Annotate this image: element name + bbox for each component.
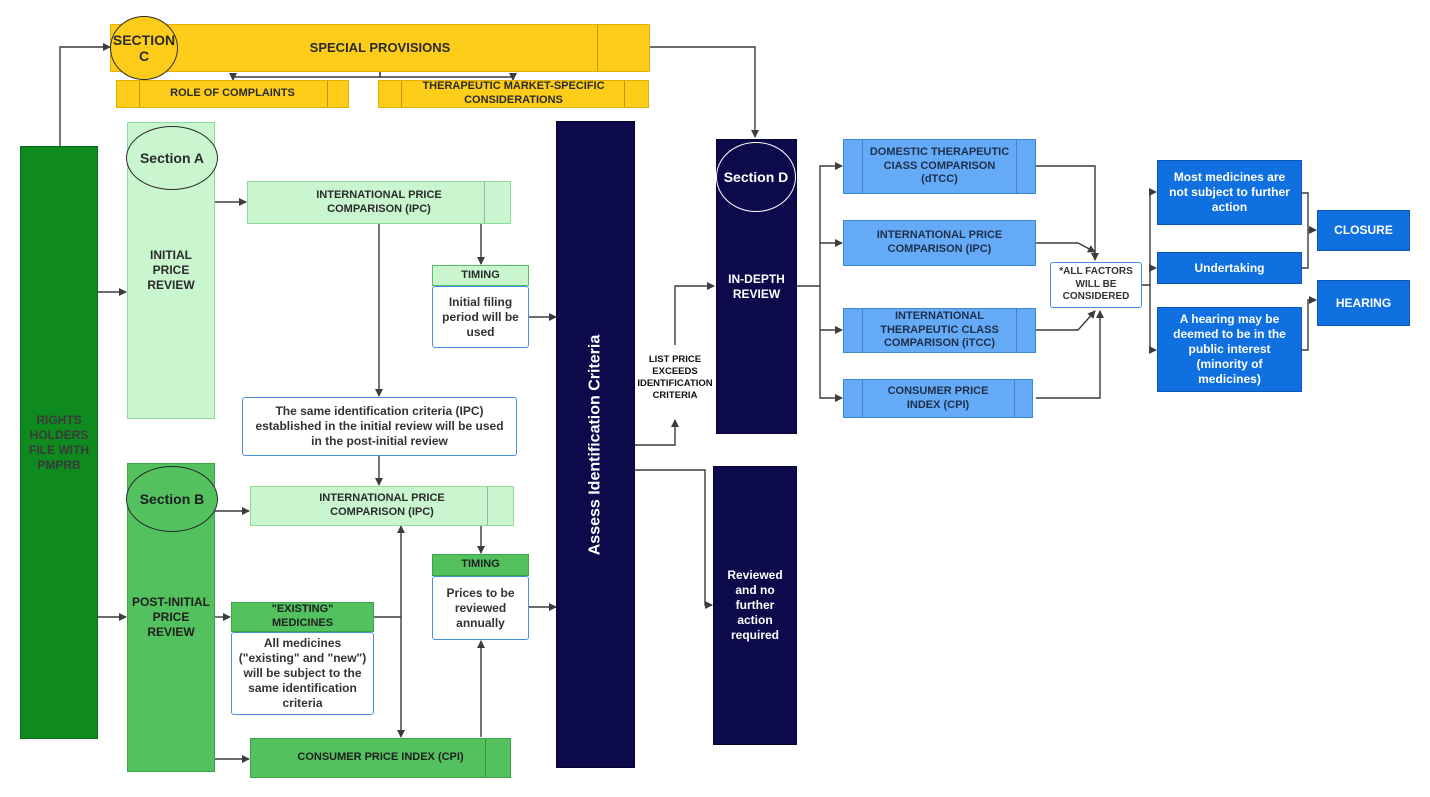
arrow-to-cpi-d [819, 330, 843, 402]
most-medicines-label: Most medicines are not subject to furthe… [1169, 170, 1290, 214]
role-of-complaints-box: ROLE OF COMPLAINTS [116, 80, 349, 108]
ipc-a-label: INTERNATIONAL PRICE COMPARISON (IPC) [316, 188, 442, 215]
timing-b-label: TIMING [461, 558, 500, 571]
arrow-factors-to-hearing-note [1149, 285, 1157, 354]
timing-a-label: TIMING [461, 268, 500, 281]
cpi-d-label: CONSUMER PRICE INDEX (CPI) [887, 384, 989, 411]
ipc-a-box: INTERNATIONAL PRICE COMPARISON (IPC) [247, 181, 511, 224]
undertaking-label: Undertaking [1194, 260, 1265, 275]
list-price-exceeds-text: LIST PRICE EXCEEDS IDENTIFICATION CRITER… [637, 350, 713, 406]
therapeutic-market-box: THERAPEUTIC MARKET-SPECIFIC CONSIDERATIO… [378, 80, 649, 108]
hearing-label: HEARING [1335, 295, 1392, 310]
arrow-assess-to-reviewed [635, 469, 713, 609]
assess-criteria-label: Assess Identification Criteria [586, 334, 604, 555]
ipc-b-box: INTERNATIONAL PRICE COMPARISON (IPC) [250, 486, 514, 526]
arrow-cpi-d-to-factors [1036, 310, 1104, 399]
hearing-box: HEARING [1317, 280, 1410, 326]
section-c-circle: SECTION C [110, 16, 178, 80]
arrow-rights-to-special [59, 43, 111, 146]
all-factors-label: *ALL FACTORS WILL BE CONSIDERED [1059, 266, 1133, 303]
arrow-special-to-therapeutic [379, 72, 517, 81]
section-a-circle: Section A [126, 126, 218, 190]
arrow-undertaking-to-closure [1302, 230, 1309, 269]
most-medicines-box: Most medicines are not subject to furthe… [1157, 160, 1302, 225]
timing-b-note: Prices to be reviewed annually [446, 585, 515, 630]
closure-box: CLOSURE [1317, 210, 1410, 251]
therapeutic-market-label: THERAPEUTIC MARKET-SPECIFIC CONSIDERATIO… [422, 80, 605, 106]
all-medicines-note: All medicines ("existing" and "new") wil… [238, 636, 367, 710]
arrow-assess-to-in-depth [635, 419, 679, 446]
cpi-b-label: CONSUMER PRICE INDEX (CPI) [297, 751, 464, 764]
initial-review-label: INITIAL PRICE REVIEW [147, 248, 195, 292]
arrow-itcc-to-factors [1036, 310, 1096, 331]
section-b-label: Section B [139, 490, 205, 507]
ipc-d-box: INTERNATIONAL PRICE COMPARISON (IPC) [843, 220, 1036, 266]
hearing-note-box: A hearing may be deemed to be in the pub… [1157, 307, 1302, 392]
arrow-most-to-closure [1302, 192, 1317, 234]
section-b-circle: Section B [126, 466, 218, 532]
dtcc-box: DOMESTIC THERAPEUTIC CIASS COMPARISON (d… [843, 139, 1036, 194]
section-d-label: Section D [723, 168, 789, 185]
assess-criteria-box: Assess Identification Criteria [556, 121, 635, 768]
timing-a-note-box: Initial filing period will be used [432, 286, 529, 348]
arrow-ipc-d-to-factors [1036, 242, 1096, 253]
same-criteria-note: The same identification criteria (IPC) e… [255, 404, 504, 448]
closure-label: CLOSURE [1334, 223, 1393, 237]
existing-medicines-label: "EXISTING" MEDICINES [271, 603, 334, 629]
reviewed-no-action-label: Reviewed and no further action required [727, 568, 783, 642]
in-depth-review-label: IN-DEPTH REVIEW [728, 271, 785, 301]
all-factors-box: *ALL FACTORS WILL BE CONSIDERED [1050, 262, 1142, 308]
timing-b-note-box: Prices to be reviewed annually [432, 576, 529, 640]
section-c-label: SECTION C [112, 31, 176, 64]
arrow-existing-branches [374, 525, 405, 618]
reviewed-no-action-box: Reviewed and no further action required [713, 466, 797, 745]
timing-b-box: TIMING [432, 554, 529, 576]
arrow-hearing-note-to-hearing [1302, 296, 1317, 351]
ipc-d-label: INTERNATIONAL PRICE COMPARISON (IPC) [876, 229, 1003, 255]
timing-a-box: TIMING [432, 265, 529, 286]
special-provisions-box: SPECIAL PROVISIONS [110, 24, 650, 72]
arrow-factors-fan [1142, 188, 1157, 286]
itcc-label: INTERNATIONAL THERAPEUTIC CLASS COMPARIS… [880, 309, 999, 350]
list-price-exceeds-label: LIST PRICE EXCEEDS IDENTIFICATION CRITER… [637, 354, 713, 401]
role-of-complaints-label: ROLE OF COMPLAINTS [170, 87, 295, 100]
existing-medicines-box: "EXISTING" MEDICINES [231, 602, 374, 632]
same-criteria-box: The same identification criteria (IPC) e… [242, 397, 517, 456]
arrow-dtcc-to-factors [1036, 165, 1099, 261]
dtcc-label: DOMESTIC THERAPEUTIC CIASS COMPARISON (d… [869, 145, 1010, 186]
arrow-list-price-to-in-depth [674, 282, 715, 345]
all-medicines-box: All medicines ("existing" and "new") wil… [231, 632, 374, 715]
post-initial-review-label: POST-INITIAL PRICE REVIEW [132, 595, 210, 639]
ipc-b-label: INTERNATIONAL PRICE COMPARISON (IPC) [319, 492, 445, 518]
arrow-special-to-complaints [229, 72, 381, 81]
arrow-in-depth-fan [797, 162, 843, 287]
arrow-to-itcc [819, 286, 843, 334]
cpi-d-box: CONSUMER PRICE INDEX (CPI) [843, 379, 1033, 418]
rights-holders-label: RIGHTS HOLDERS FILE WITH PMPRB [29, 412, 89, 472]
special-provisions-label: SPECIAL PROVISIONS [309, 39, 451, 55]
timing-a-note: Initial filing period will be used [442, 294, 519, 339]
undertaking-box: Undertaking [1157, 252, 1302, 284]
rights-holders-box: RIGHTS HOLDERS FILE WITH PMPRB [20, 146, 98, 739]
itcc-box: INTERNATIONAL THERAPEUTIC CLASS COMPARIS… [843, 308, 1036, 353]
hearing-note-label: A hearing may be deemed to be in the pub… [1173, 312, 1286, 386]
cpi-b-box: CONSUMER PRICE INDEX (CPI) [250, 738, 511, 778]
section-a-label: Section A [139, 149, 205, 166]
section-d-circle: Section D [716, 142, 796, 212]
arrow-special-to-section-d [650, 46, 759, 138]
